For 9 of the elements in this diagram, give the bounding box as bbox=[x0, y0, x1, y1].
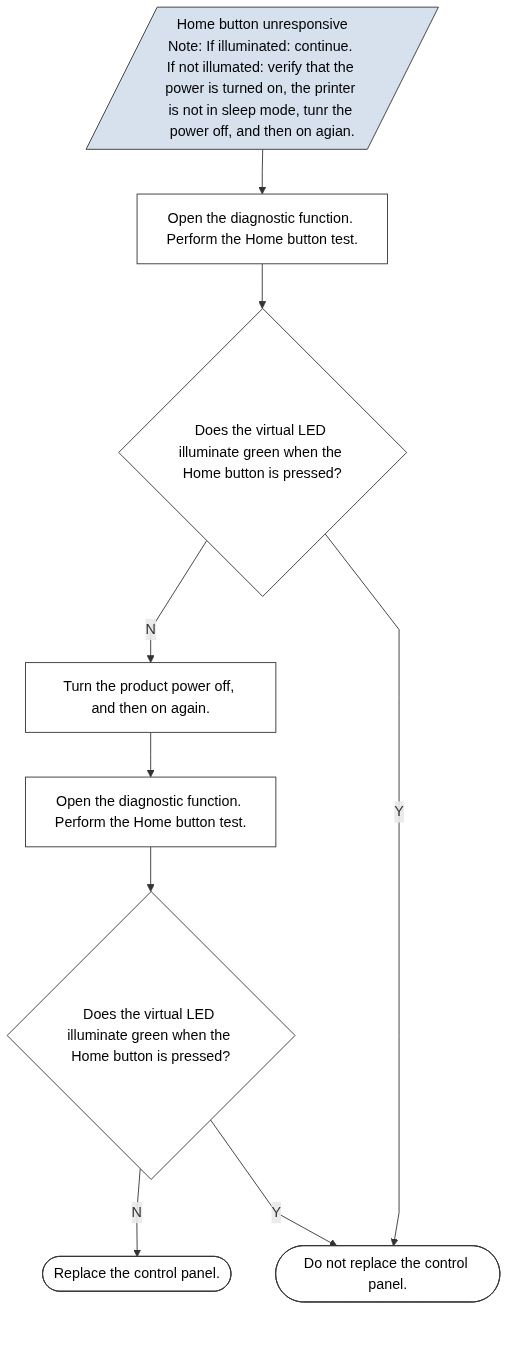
edge-label: Y bbox=[271, 1204, 281, 1220]
node-box: Open the diagnostic function. Perform the Home button test. bbox=[136, 193, 388, 265]
node-diamond: Does the virtual LED illuminate green when the Home button is pressed? bbox=[6, 891, 296, 1180]
edge-label: N bbox=[145, 621, 156, 637]
node-diamond: Does the virtual LED illuminate green when the Home button is pressed? bbox=[118, 308, 408, 597]
edge-label: N bbox=[131, 1204, 142, 1220]
edge-label: Y bbox=[394, 803, 404, 820]
node-box: Turn the product power off, and then on again. bbox=[25, 662, 277, 733]
node-box: Open the diagnostic function. Perform the Home button test. bbox=[25, 776, 277, 848]
